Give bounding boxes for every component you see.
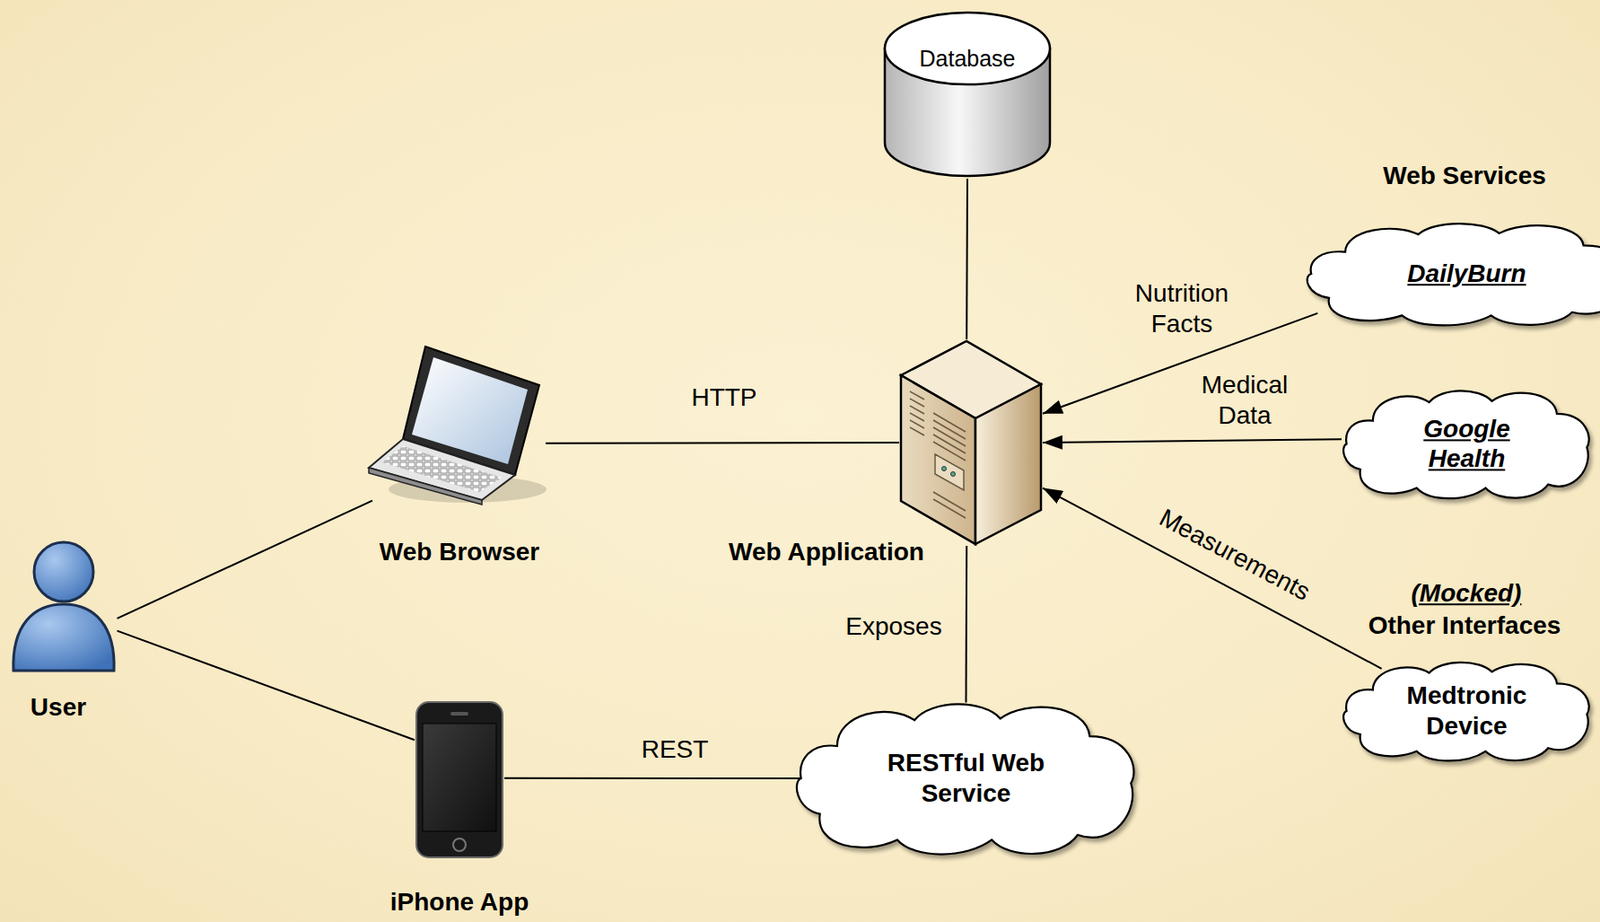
edge-label: Measurements (1154, 502, 1315, 608)
node-label: Web Application (728, 536, 925, 568)
user-icon (8, 535, 120, 674)
edge-label: REST (641, 734, 709, 765)
node-text: Database (918, 44, 1015, 72)
server-icon-part (909, 427, 925, 436)
cloud-shape-part (796, 703, 1135, 854)
server-icon (899, 339, 1043, 546)
heading-label: (Mocked) (1411, 577, 1522, 609)
connector-line (117, 630, 415, 741)
heading-label: Other Interfaces (1368, 610, 1562, 641)
laptop-icon-part (382, 445, 502, 492)
connector-arrow (1042, 438, 1342, 443)
node-text: RESTful Web Service (876, 747, 1057, 808)
iphone-icon-part (453, 838, 466, 851)
node-text: Google Health (1399, 413, 1535, 474)
connector-line (117, 500, 373, 619)
edge-label: HTTP (690, 382, 757, 413)
node-text: Medtronic Device (1386, 680, 1548, 741)
node-label: User (30, 691, 87, 723)
iphone-icon-part (416, 701, 503, 857)
node-label: Web Browser (379, 536, 540, 568)
node-cloud: RESTful Web Service (794, 697, 1138, 859)
cloud-shape-part (1343, 662, 1590, 761)
connector-line (965, 545, 969, 702)
node-laptop: Web Browser (367, 341, 546, 506)
heading-label: Web Services (1382, 160, 1547, 192)
server-icon-part (975, 384, 1041, 544)
user-icon-part (13, 603, 114, 671)
cloud-shape-part (1343, 390, 1590, 499)
connector-line (965, 178, 969, 340)
iphone-icon (414, 699, 505, 859)
server-icon-part (909, 419, 925, 429)
node-phone: iPhone App (414, 699, 505, 859)
node-cloud: Medtronic Device (1341, 657, 1592, 764)
server-icon-part (935, 454, 964, 490)
server-icon-part (942, 466, 947, 472)
server-icon-part (909, 405, 925, 414)
edge-label: Medical Data (1181, 369, 1308, 430)
connector-arrow (1042, 488, 1382, 669)
connector-line (545, 441, 900, 445)
server-icon-part (900, 375, 976, 544)
node-user: User (8, 535, 120, 674)
server-icon-part (909, 391, 925, 400)
laptop-icon (367, 341, 546, 506)
server-icon-part (909, 391, 966, 518)
server-icon-part (909, 398, 925, 407)
database-cylinder-part (884, 12, 1050, 85)
server-icon-part (909, 412, 925, 421)
node-cloud: DailyBurn (1304, 218, 1600, 329)
user-icon-part (34, 542, 94, 602)
node-cloud: Google Health (1341, 385, 1592, 502)
server-icon-part (951, 472, 956, 477)
node-db: Database (882, 9, 1053, 179)
cloud-shape (1341, 385, 1592, 502)
iphone-icon-part (450, 711, 469, 716)
cloud-shape-part (1307, 223, 1600, 325)
edge-label: Nutrition Facts (1114, 278, 1250, 339)
node-server: Web Application (899, 339, 1043, 546)
cloud-shape (1341, 657, 1592, 764)
connector-line (504, 777, 805, 779)
node-label: iPhone App (390, 886, 530, 918)
database-cylinder (882, 9, 1053, 179)
node-text: DailyBurn (1354, 258, 1579, 289)
edge-label: Exposes (845, 611, 942, 642)
iphone-icon-part (422, 723, 497, 831)
cloud-shape (794, 697, 1138, 859)
server-icon-part (933, 498, 966, 518)
